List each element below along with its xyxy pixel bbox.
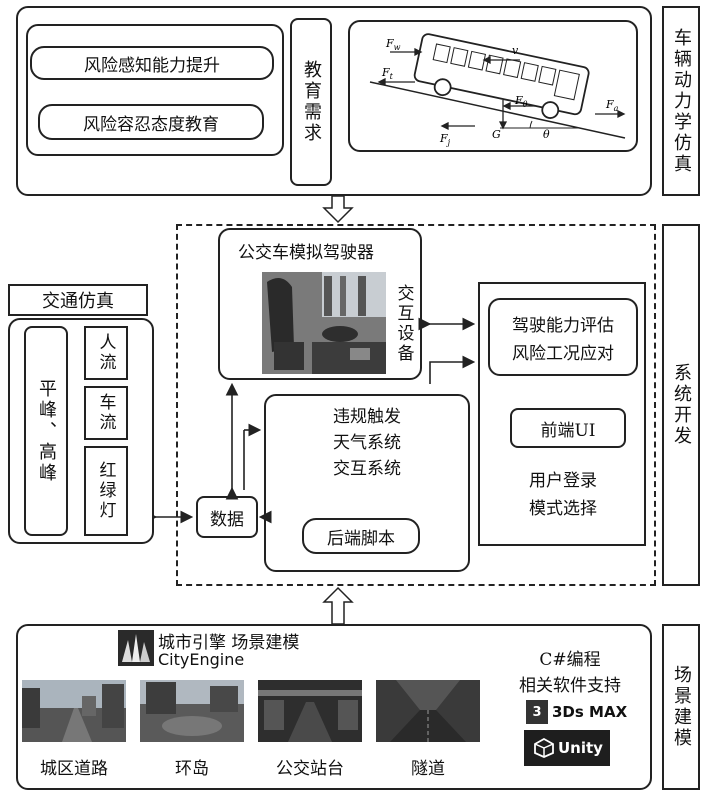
unity-logo-text: Unity [558,739,603,757]
caption-urban-road: 城区道路 [40,758,108,779]
system-side-label: 系统开发 [662,224,700,586]
3dsmax-logo-text: 3Ds MAX [552,703,628,721]
traffic-vehicle-box: 车流 [84,386,128,440]
bus-icon [413,33,590,119]
backend-script-box: 后端脚本 [302,518,420,554]
down-arrow-top [322,196,354,224]
cityengine-logo-text: CityEngine [158,650,245,669]
gravity-label: G [492,128,501,141]
education-need-box: 教育需求 [290,18,332,186]
login-line-2: 模式选择 [529,498,597,519]
peak-box: 平峰、高峰 [24,326,68,536]
roundabout-image [140,680,244,742]
cityengine-logo-icon [118,630,154,666]
caption-roundabout: 环岛 [175,758,209,779]
backend-line-2: 天气系统 [333,432,401,453]
traffic-title-box: 交通仿真 [8,284,148,316]
up-arrow-bottom [322,586,354,624]
caption-tunnel: 隧道 [411,758,445,779]
frontend-ui-box: 前端UI [510,408,626,448]
traffic-light-box: 红绿灯 [84,446,128,536]
dynamics-side-label: 车辆动力学仿真 [662,6,700,196]
unity-cube-icon [534,738,554,758]
bus-on-slope-diagram: Fw Ft v Fj G Fθ θ Fa [369,33,626,147]
slope-line [369,81,626,139]
force-fj-label: Fj [439,132,451,147]
simulator-title: 公交车模拟驾驶器 [238,243,374,263]
risk-tolerance-box: 风险容忍态度教育 [38,104,264,140]
unity-logo-block [524,730,610,766]
csharp-programming-label: C#编程 [539,649,601,670]
angle-arc [529,120,533,129]
interaction-device-label: 交互设备 [393,284,414,364]
data-box: 数据 [196,496,258,538]
ability-box [488,298,638,376]
ability-line-1: 驾驶能力评估 [512,315,614,336]
bus-dynamics-panel: Fw Ft v Fj G Fθ θ Fa [348,20,638,152]
cityengine-title: 城市引擎 场景建模 [158,633,300,653]
simulator-photo [262,272,386,374]
tunnel-image [376,680,480,742]
ability-line-2: 风险工况应对 [512,343,614,364]
caption-bus-station: 公交站台 [276,758,344,779]
login-line-1: 用户登录 [529,470,597,491]
scene-side-label: 场景建模 [662,624,700,790]
velocity-label: v [512,44,519,57]
risk-perception-box: 风险感知能力提升 [30,46,274,80]
3dsmax-logo-icon: 3 [526,700,548,724]
theta-label: θ [543,128,550,141]
urban-road-image [22,680,126,742]
traffic-pedestrian-box: 人流 [84,326,128,380]
bus-station-image [258,680,362,742]
backend-line-1: 违规触发 [333,406,401,427]
software-support-label: 相关软件支持 [519,675,621,696]
backend-line-3: 交互系统 [333,458,401,479]
system-dev-dashed-frame [176,224,656,586]
